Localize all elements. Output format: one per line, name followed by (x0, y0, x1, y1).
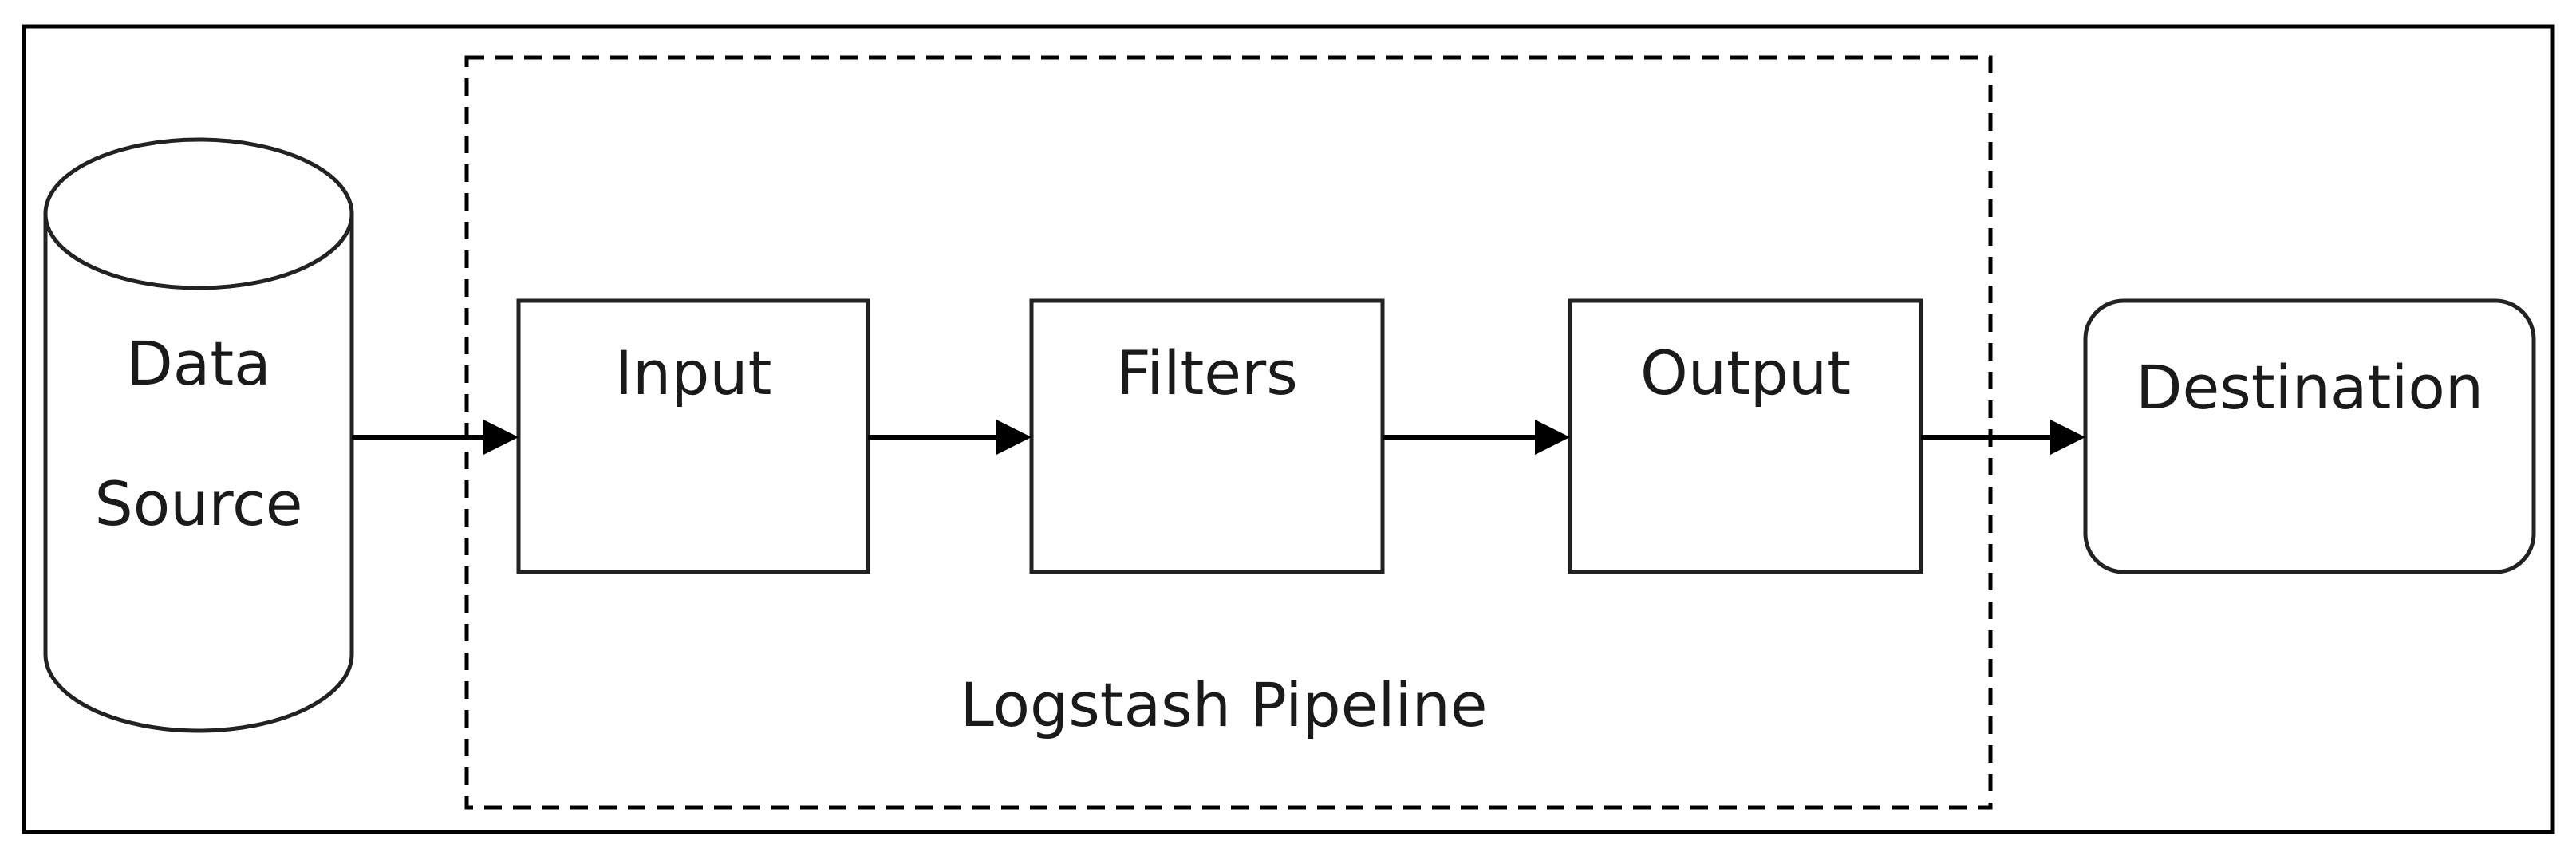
arrow-datasource-to-input (352, 420, 519, 455)
data-source-label-line1: Data (126, 328, 270, 399)
pipeline-boundary (464, 55, 1993, 810)
filters-label: Filters (1116, 337, 1298, 408)
data-source-label-line2: Source (94, 468, 302, 539)
input-node: Input (516, 298, 870, 574)
output-node: Output (1568, 298, 1923, 574)
arrowhead-icon (1535, 420, 1570, 455)
data-source-node: Data Source (43, 137, 354, 733)
cylinder-top (43, 137, 354, 290)
arrow-filters-to-output (1383, 420, 1570, 455)
arrowhead-icon (2050, 420, 2085, 455)
filters-box (1029, 298, 1385, 574)
destination-node: Destination (2083, 298, 2536, 574)
cylinder-body (43, 214, 354, 733)
arrow-input-to-filters (868, 420, 1032, 455)
output-label: Output (1640, 337, 1851, 408)
destination-label: Destination (2136, 352, 2483, 423)
pipeline-label: Logstash Pipeline (960, 669, 1487, 740)
filters-node: Filters (1029, 298, 1385, 574)
destination-box (2083, 298, 2536, 574)
input-box (516, 298, 870, 574)
arrow-output-to-destination (1921, 420, 2085, 455)
input-label: Input (615, 337, 772, 408)
arrowhead-icon (996, 420, 1032, 455)
arrowhead-icon (483, 420, 519, 455)
